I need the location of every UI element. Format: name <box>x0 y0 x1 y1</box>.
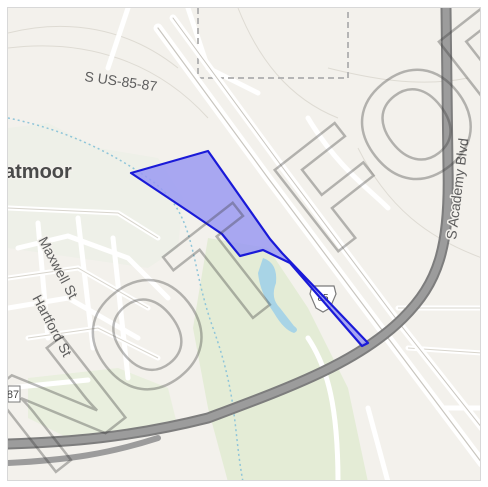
map-viewport[interactable]: 85 87 S US-85-87 atmoor Maxwell St Hartf… <box>7 7 481 481</box>
neighborhood-label: atmoor <box>8 161 72 183</box>
highlighted-parcel[interactable] <box>129 149 370 348</box>
edge-shield: 87 <box>8 385 21 403</box>
map-canvas[interactable]: 85 87 S US-85-87 atmoor Maxwell St Hartf… <box>8 8 481 481</box>
green-buffer <box>8 123 183 268</box>
academy-blvd <box>8 8 454 466</box>
highway-us-85-87 <box>153 14 480 468</box>
edge-shield-number: 87 <box>8 389 19 401</box>
creek <box>8 117 244 480</box>
pond <box>258 258 297 333</box>
park-area-west <box>28 368 178 438</box>
boundary-dashed <box>197 8 349 79</box>
park-area <box>193 238 368 480</box>
